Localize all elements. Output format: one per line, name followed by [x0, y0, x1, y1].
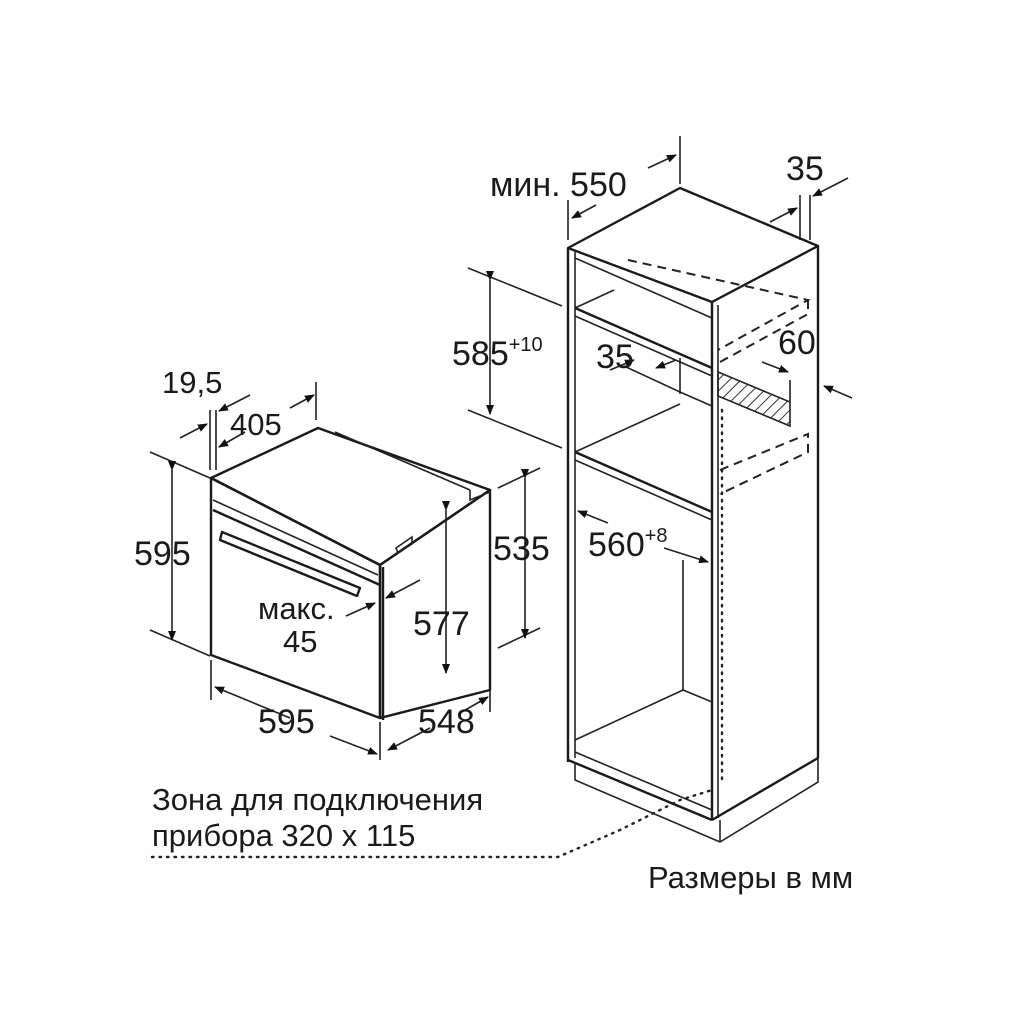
- label-back-gap: 35: [786, 150, 824, 188]
- label-min-value: 550: [570, 166, 627, 204]
- niche-height-value: 585: [452, 335, 509, 373]
- label-front-offset: 19,5: [162, 365, 223, 400]
- niche-width-value: 560: [588, 526, 645, 564]
- label-oven-height: 595: [134, 535, 191, 573]
- label-door-max: макс.: [258, 591, 335, 626]
- niche-height-tolerance: +10: [508, 334, 543, 356]
- cabinet-dimensions: [467, 136, 853, 564]
- units-note: Размеры в мм: [648, 860, 854, 895]
- oven-dimensions: [149, 382, 541, 760]
- label-shelf-gap: 35: [596, 338, 634, 376]
- label-top-depth: 405: [230, 407, 282, 442]
- niche-width-tolerance: +8: [644, 525, 668, 547]
- oven-drawing: [209, 426, 492, 720]
- connection-zone-line1: Зона для подключения: [152, 782, 484, 817]
- connection-zone-line2: прибора 320 x 115: [152, 818, 416, 853]
- connection-zone-leader: [150, 788, 714, 859]
- label-niche-width: 560+8: [588, 525, 668, 564]
- label-side-height: 535: [493, 530, 550, 568]
- label-vent-depth: 60: [778, 324, 816, 362]
- label-body-height: 577: [413, 605, 470, 643]
- label-min-depth: мин. 550: [490, 168, 627, 202]
- label-door-max-value: 45: [283, 624, 318, 659]
- cabinet-drawing: [566, 186, 820, 843]
- label-oven-depth: 548: [418, 703, 475, 741]
- label-niche-height: 585+10: [452, 334, 543, 373]
- label-oven-width: 595: [258, 703, 315, 741]
- label-min-prefix: мин.: [490, 166, 561, 204]
